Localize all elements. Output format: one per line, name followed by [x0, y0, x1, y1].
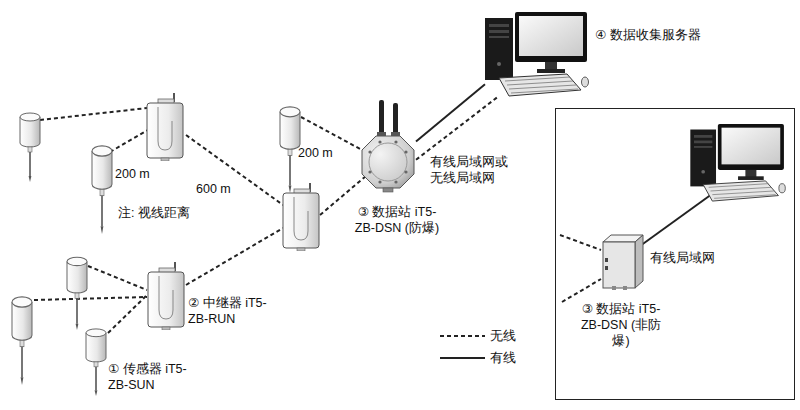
node-label: ① 传感器 iT5-ZB-SUN — [108, 361, 188, 393]
sensor-icon — [92, 146, 112, 234]
wireless-line — [186, 228, 283, 285]
repeater-icon — [148, 262, 184, 330]
wireless-line — [40, 108, 147, 120]
sensor-icon — [67, 257, 87, 330]
node-label: ④ 数据收集服务器 — [595, 27, 701, 43]
repeater-icon — [283, 183, 319, 251]
sensor-icon — [12, 297, 32, 385]
legend-sample — [440, 357, 485, 359]
node-label: ③ 数据站 iT5-ZB-DSN (非防爆) — [576, 301, 666, 349]
repeater-node: ② 中继器 iT5-ZB-RUN — [146, 262, 186, 330]
frame-box: 有线局域网 ③ 数据站 iT5-ZB-DSN (非防爆) — [555, 108, 795, 400]
server-node: ④ 数据收集服务器 — [485, 12, 590, 97]
annotation-label: 200 m — [115, 166, 150, 182]
data-station-icon — [362, 100, 414, 192]
node-label: ③ 数据站 iT5-ZB-DSN (防爆) — [352, 204, 442, 236]
annotation-label: 注: 视线距离 — [118, 205, 190, 221]
sensor-icon — [280, 107, 300, 193]
annotation-label: 200 m — [298, 145, 333, 161]
wireless-line — [88, 266, 147, 290]
wireless-link — [108, 296, 146, 333]
connector-label: 有线局域网或 无线局域网 — [430, 154, 515, 186]
sensor-node: ① 传感器 iT5-ZB-SUN — [84, 326, 108, 396]
wireless-link — [416, 97, 498, 160]
legend-label: 有线 — [490, 350, 516, 366]
sensor-icon — [20, 113, 40, 182]
data-station-node: ③ 数据站 iT5-ZB-DSN (非防爆) — [601, 233, 643, 289]
sensor-icon — [86, 329, 106, 396]
data-station-icon — [603, 235, 643, 290]
wired-link — [416, 84, 485, 141]
wireless-line — [562, 279, 601, 302]
wireless-line — [186, 135, 283, 205]
wireless-line — [110, 130, 148, 152]
legend-sample — [440, 335, 485, 337]
wireless-lines — [34, 108, 601, 302]
data-station-node: ③ 数据站 iT5-ZB-DSN (防爆) — [360, 100, 416, 192]
wireless-line — [34, 297, 147, 300]
annotation-label: 600 m — [196, 181, 231, 197]
legend-label: 无线 — [490, 328, 516, 344]
repeater-icon — [147, 93, 183, 161]
wired-line — [640, 194, 712, 246]
node-label: ② 中继器 iT5-ZB-RUN — [188, 295, 268, 327]
server-icon — [690, 124, 785, 201]
server-icon — [485, 12, 589, 96]
wireless-line — [301, 117, 362, 150]
node-label: 有线局域网 — [650, 250, 715, 266]
wireless-line — [560, 235, 601, 250]
